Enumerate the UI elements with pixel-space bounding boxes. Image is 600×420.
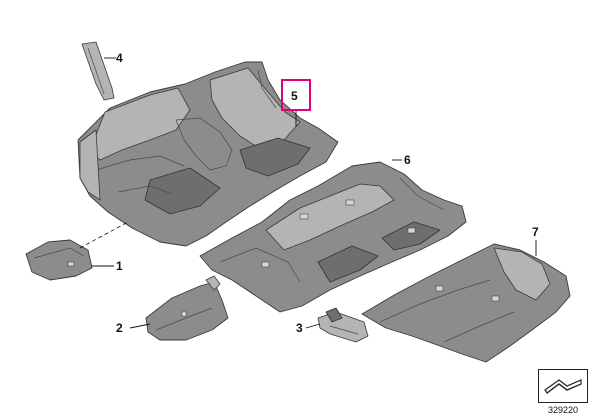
callout-4[interactable]: 4 <box>116 51 123 65</box>
leader-lines <box>79 57 537 329</box>
callout-3[interactable]: 3 <box>296 321 303 335</box>
part-1-footwell-mat[interactable] <box>25 239 93 281</box>
callout-5-highlight-box <box>281 79 311 111</box>
callout-2[interactable]: 2 <box>116 321 123 335</box>
reference-number: 329220 <box>547 405 579 415</box>
reference-icon-box <box>538 369 588 403</box>
leader-1-dash <box>79 221 129 249</box>
part-5-floor-carpet[interactable] <box>77 61 339 247</box>
callout-6[interactable]: 6 <box>404 153 411 167</box>
part-4-trim-strip[interactable] <box>81 41 115 101</box>
floor-mat-symbol-icon <box>544 379 582 394</box>
callout-7[interactable]: 7 <box>532 225 539 239</box>
part-6-center-floor-mat[interactable] <box>199 161 467 313</box>
leader-3 <box>305 323 321 329</box>
leader-2 <box>129 323 151 329</box>
part-3-bracket[interactable] <box>317 307 369 343</box>
part-7-rear-floor-mat[interactable] <box>361 243 571 363</box>
callout-labels: 4 5 6 7 1 2 3 <box>116 51 539 335</box>
part-2-rear-mat[interactable] <box>145 275 229 341</box>
callout-5[interactable]: 5 <box>291 89 298 103</box>
callout-1[interactable]: 1 <box>116 259 123 273</box>
